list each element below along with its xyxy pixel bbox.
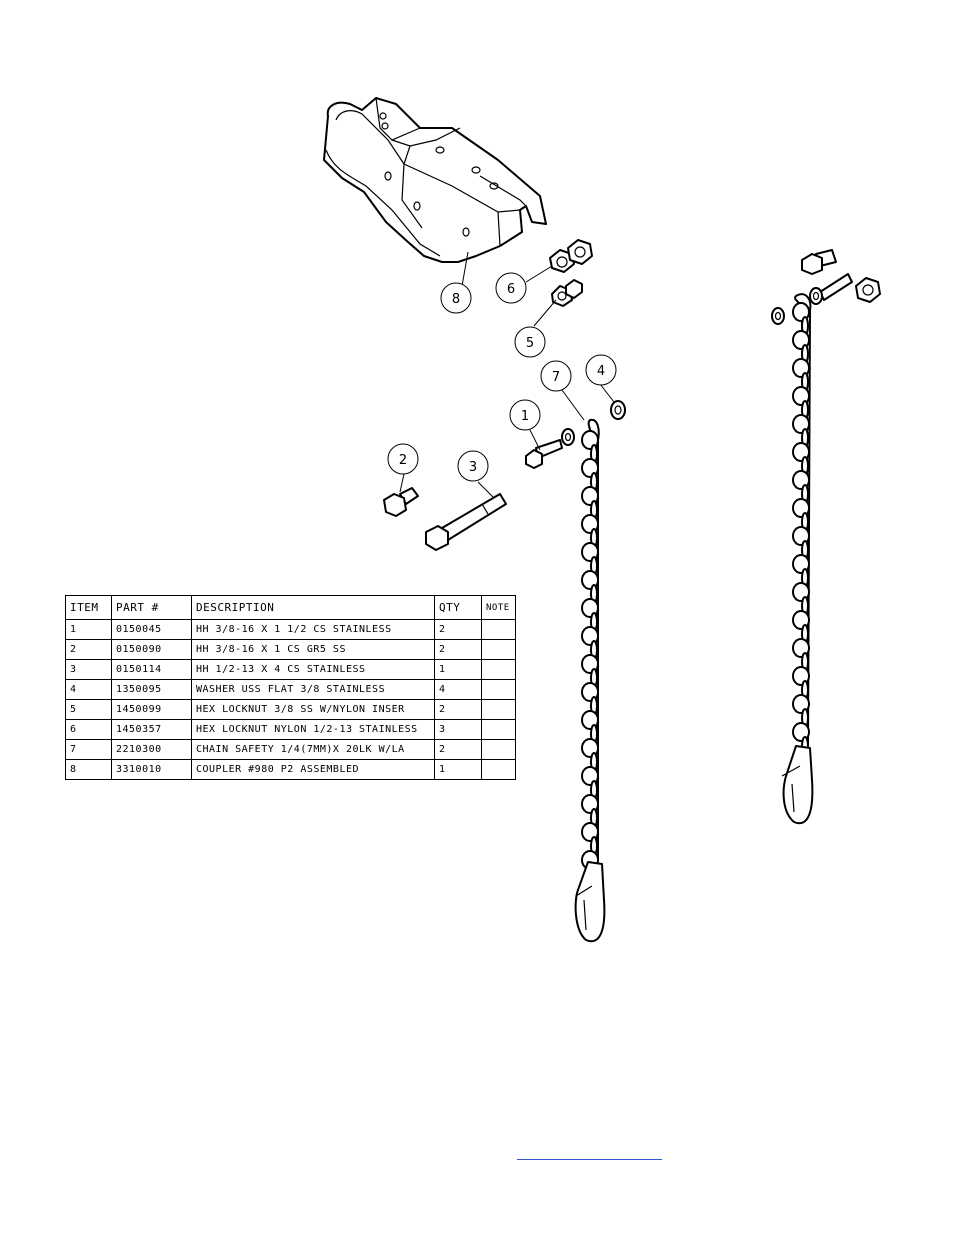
callout-2-label: 2 <box>399 453 407 468</box>
bom-header-part: PART # <box>111 595 192 620</box>
bom-cell-item: 7 <box>65 739 112 760</box>
callout-3: 3 <box>457 450 489 482</box>
bom-cell-part: 0150090 <box>111 639 192 660</box>
bom-header-note: NOTE <box>481 595 516 620</box>
bom-cell-item: 5 <box>65 699 112 720</box>
bom-header-description: DESCRIPTION <box>191 595 435 620</box>
footer-link[interactable] <box>517 1143 662 1160</box>
washer-lower <box>561 428 575 446</box>
bom-cell-part: 3310010 <box>111 759 192 780</box>
callout-6-label: 6 <box>507 282 515 297</box>
bom-cell-item: 8 <box>65 759 112 780</box>
bom-cell-note <box>481 719 516 740</box>
rear-washer-right <box>809 287 823 305</box>
callout-3-label: 3 <box>469 460 477 475</box>
bom-cell-part: 1450099 <box>111 699 192 720</box>
coupler-part <box>323 97 547 263</box>
callout-7-label: 7 <box>552 370 560 385</box>
hex-locknut-3-8 <box>551 279 583 307</box>
bom-cell-item: 6 <box>65 719 112 740</box>
bom-cell-qty: 3 <box>434 719 482 740</box>
hex-locknut-half-inch <box>549 239 593 273</box>
callout-1: 1 <box>509 399 541 431</box>
bom-cell-qty: 2 <box>434 619 482 640</box>
bom-cell-item: 1 <box>65 619 112 640</box>
bom-cell-desc: CHAIN SAFETY 1/4(7MM)X 20LK W/LA <box>191 739 435 760</box>
callout-8-label: 8 <box>452 292 460 307</box>
callout-1-label: 1 <box>521 409 529 424</box>
bom-cell-desc: HEX LOCKNUT 3/8 SS W/NYLON INSER <box>191 699 435 720</box>
rear-hex-nut <box>855 277 881 303</box>
bom-cell-note <box>481 699 516 720</box>
bom-cell-desc: HEX LOCKNUT NYLON 1/2-13 STAINLESS <box>191 719 435 740</box>
callout-4: 4 <box>585 354 617 386</box>
safety-chain-front <box>574 418 606 943</box>
hex-bolt-1-2-x-4 <box>425 493 507 551</box>
callout-8: 8 <box>440 282 472 314</box>
callout-5-label: 5 <box>526 336 534 351</box>
bom-header-row: ITEM PART # DESCRIPTION QTY NOTE <box>65 595 516 620</box>
bom-cell-note <box>481 639 516 660</box>
rear-bolt-long <box>819 273 853 301</box>
bom-cell-qty: 1 <box>434 759 482 780</box>
bom-cell-part: 2210300 <box>111 739 192 760</box>
bom-cell-part: 1350095 <box>111 679 192 700</box>
bom-cell-qty: 2 <box>434 639 482 660</box>
bom-cell-qty: 2 <box>434 739 482 760</box>
callout-5: 5 <box>514 326 546 358</box>
bom-cell-desc: HH 1/2-13 X 4 CS STAINLESS <box>191 659 435 680</box>
hex-bolt-3-8-x-1 <box>383 487 419 517</box>
bom-cell-qty: 2 <box>434 699 482 720</box>
bom-cell-part: 0150045 <box>111 619 192 640</box>
callout-6: 6 <box>495 272 527 304</box>
rear-washer-left <box>771 307 785 325</box>
bom-cell-qty: 1 <box>434 659 482 680</box>
bom-cell-note <box>481 739 516 760</box>
callout-2: 2 <box>387 443 419 475</box>
bom-cell-note <box>481 679 516 700</box>
safety-chain-rear <box>781 293 814 825</box>
bom-header-qty: QTY <box>434 595 482 620</box>
bom-cell-item: 3 <box>65 659 112 680</box>
washer-upper <box>610 400 626 420</box>
callout-7: 7 <box>540 360 572 392</box>
bom-header-item: ITEM <box>65 595 112 620</box>
bom-cell-desc: COUPLER #980 P2 ASSEMBLED <box>191 759 435 780</box>
callout-4-label: 4 <box>597 364 605 379</box>
bom-cell-note <box>481 759 516 780</box>
bom-cell-note <box>481 659 516 680</box>
bom-cell-item: 2 <box>65 639 112 660</box>
bom-cell-item: 4 <box>65 679 112 700</box>
bom-cell-note <box>481 619 516 640</box>
rear-bolt <box>801 249 837 275</box>
bom-cell-part: 1450357 <box>111 719 192 740</box>
hex-bolt-3-8-x-1-1-2 <box>525 439 563 469</box>
bom-cell-desc: WASHER USS FLAT 3/8 STAINLESS <box>191 679 435 700</box>
bom-cell-desc: HH 3/8-16 X 1 CS GR5 SS <box>191 639 435 660</box>
bom-cell-qty: 4 <box>434 679 482 700</box>
bom-cell-desc: HH 3/8-16 X 1 1/2 CS STAINLESS <box>191 619 435 640</box>
bom-cell-part: 0150114 <box>111 659 192 680</box>
